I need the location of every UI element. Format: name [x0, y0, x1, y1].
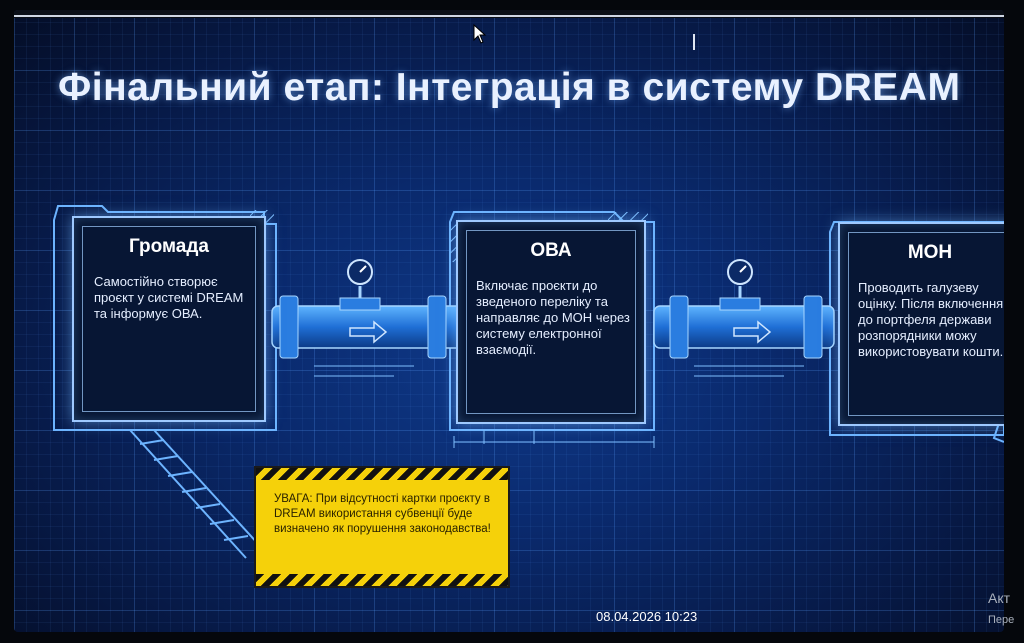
flow-arrow-icon — [733, 320, 772, 344]
pressure-gauge-icon — [727, 259, 753, 285]
slide-title: Фінальний етап: Інтеграція в систему DRE… — [58, 66, 961, 109]
hazard-stripe — [256, 574, 508, 586]
presentation-screen: Фінальний етап: Інтеграція в систему DRE… — [14, 10, 1004, 632]
pipe-segment-2 — [653, 286, 835, 359]
card-text: Включає проєкти до зведеного переліку та… — [476, 278, 630, 357]
card-title: МОН — [907, 242, 953, 263]
hazard-stripe — [256, 468, 508, 480]
support-ladder — [129, 429, 261, 559]
text-cursor-icon — [693, 34, 695, 50]
card-ova: ОВА Включає проєкти до зведеного перелік… — [456, 220, 646, 424]
card-hromada: Громада Самостійно створює проєкт у сист… — [72, 216, 266, 422]
card-title: ОВА — [530, 240, 572, 261]
card-title: Громада — [128, 236, 209, 257]
dimension-lines — [314, 365, 804, 448]
cursor-arrow-icon — [473, 24, 487, 44]
activation-line-1: Акт — [988, 590, 1011, 606]
pressure-gauge-icon — [347, 259, 373, 285]
warning-box: УВАГА: При відсутності картки проєкту в … — [254, 466, 510, 588]
top-bar — [14, 10, 1004, 18]
activation-line-2: Пере — [988, 614, 1015, 626]
card-text: Самостійно створює проєкт у системі DREA… — [94, 274, 244, 321]
flow-arrow-icon — [349, 320, 388, 344]
warning-text: УВАГА: При відсутності картки проєкту в … — [274, 493, 491, 535]
datetime-stamp: 08.04.2026 10:23 — [596, 609, 698, 624]
card-mon: МОН Проводить галузеву оцінку. Після вкл… — [838, 222, 1004, 426]
card-text: Проводить галузеву оцінку. Після включен… — [858, 280, 1004, 359]
pipe-segment-1 — [271, 286, 473, 359]
